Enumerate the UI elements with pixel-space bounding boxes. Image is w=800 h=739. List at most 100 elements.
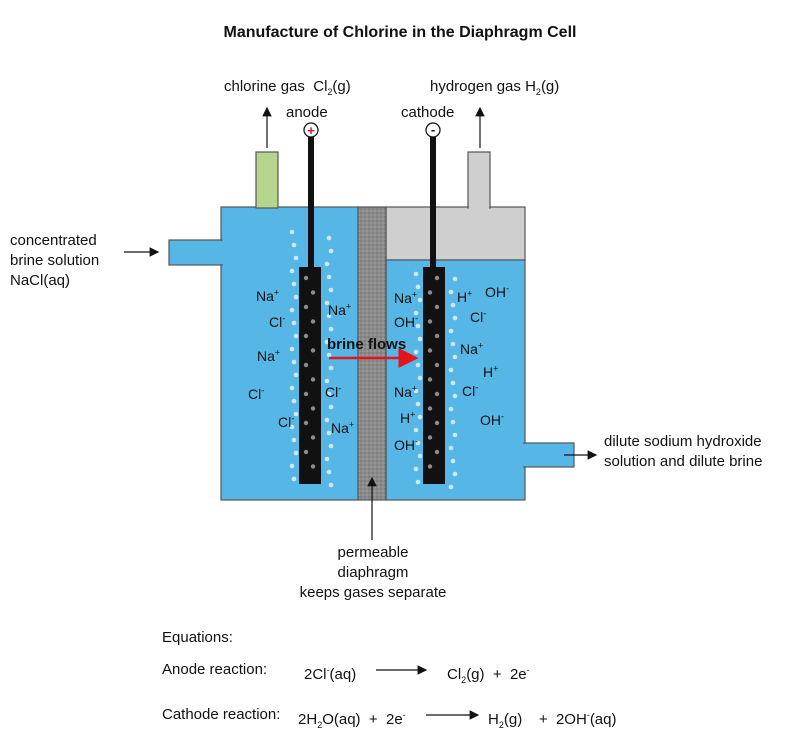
equations-heading: Equations:: [162, 629, 233, 646]
gas-bubble: [413, 271, 419, 277]
ion-right: OH-: [394, 313, 418, 330]
anode-rod: [308, 137, 314, 269]
hydrogen-outlet-tube: [467, 151, 491, 209]
diaphragm: [357, 206, 387, 501]
anode-electrode: [299, 267, 321, 484]
ion-right: H+: [457, 288, 473, 305]
gas-bubble: [413, 349, 419, 355]
gas-bubble: [448, 328, 454, 334]
gas-bubble: [328, 404, 334, 410]
cathode-reaction-label: Cathode reaction:: [162, 706, 281, 723]
gas-bubble: [328, 248, 334, 254]
hydrogen-gas-label: hydrogen gas H2(g): [430, 78, 560, 97]
cathode-terminal: [425, 122, 441, 138]
anode-reaction-products: Cl2(g) + 2e-: [447, 665, 530, 685]
gas-bubble: [413, 310, 419, 316]
gas-bubble: [328, 326, 334, 332]
gas-bubble: [417, 414, 423, 420]
gas-bubble: [291, 437, 297, 443]
gas-bubble: [326, 313, 332, 319]
gas-bubble: [289, 307, 295, 313]
gas-bubble: [324, 378, 330, 384]
gas-bubble: [452, 315, 458, 321]
gas-bubble: [303, 362, 309, 368]
gas-bubble: [326, 391, 332, 397]
ion-left: Cl-: [269, 313, 286, 330]
gas-bubble: [326, 352, 332, 358]
gas-bubble: [434, 333, 440, 339]
gas-bubble: [434, 304, 440, 310]
gas-bubble: [291, 398, 297, 404]
gas-bubble: [310, 406, 316, 411]
ion-right: OH-: [485, 283, 509, 300]
gas-bubble: [417, 453, 423, 459]
cathode-sign: -: [431, 122, 435, 137]
ion-right: Cl-: [470, 308, 487, 325]
gas-bubble: [427, 377, 433, 382]
gas-bubble: [291, 359, 297, 365]
gas-bubble: [293, 294, 299, 300]
gas-bubble: [413, 388, 419, 394]
gas-bubble: [289, 346, 295, 352]
anode-reaction-label: Anode reaction:: [162, 661, 268, 678]
gas-bubble: [291, 320, 297, 326]
gas-bubble: [289, 229, 295, 235]
gas-bubble: [310, 377, 316, 382]
gas-bubble: [326, 430, 332, 436]
inlet-label: concentrated brine solution NaCl(aq): [10, 232, 100, 289]
gas-bubble: [310, 290, 316, 295]
gas-bubble: [452, 393, 458, 399]
cathode-reaction-reactants: 2H2O(aq) + 2e-: [298, 710, 406, 730]
diaphragm-label: permeable diaphragm keeps gases separate: [299, 544, 447, 601]
ion-left: Na+: [256, 287, 280, 304]
gas-bubble: [434, 275, 440, 281]
gas-bubble: [452, 471, 458, 477]
gas-bubble: [450, 380, 456, 386]
gas-bubble: [452, 354, 458, 360]
gas-bubble: [415, 440, 421, 446]
gas-bubble: [415, 401, 421, 407]
anode-compartment: [220, 206, 359, 501]
ion-left: Na+: [331, 419, 355, 436]
gas-bubble: [293, 372, 299, 378]
gas-bubble: [289, 385, 295, 391]
anode-label: anode: [286, 104, 328, 121]
gas-bubble: [324, 261, 330, 267]
gas-bubble: [303, 420, 309, 426]
gas-bubble: [303, 391, 309, 397]
cathode-reaction-products: H2(g) + 2OH-(aq): [488, 710, 617, 730]
gas-bubble: [303, 275, 309, 281]
ion-right: OH-: [394, 436, 418, 453]
gas-bubble: [310, 348, 316, 353]
gas-bubble: [326, 235, 332, 241]
gas-bubble: [293, 333, 299, 339]
ion-left: Cl-: [248, 385, 265, 402]
gas-bubble: [452, 276, 458, 282]
cathode-electrode: [423, 267, 445, 484]
gas-bubble: [427, 435, 433, 440]
gas-bubble: [310, 319, 316, 324]
inlet-pipe: [168, 239, 223, 266]
gas-bubble: [434, 449, 440, 455]
ion-right: Cl-: [462, 382, 479, 399]
gas-bubble: [417, 375, 423, 381]
gas-bubble: [328, 443, 334, 449]
cathode-gas-space: [385, 206, 526, 261]
gas-bubble: [450, 341, 456, 347]
gas-bubble: [427, 464, 433, 469]
gas-bubble: [328, 287, 334, 293]
gas-bubbles: [289, 229, 458, 490]
page-title: Manufacture of Chlorine in the Diaphragm…: [223, 24, 577, 41]
anode-sign: +: [307, 123, 315, 138]
gas-bubble: [291, 476, 297, 482]
gas-bubble: [415, 479, 421, 485]
ion-right: H+: [483, 363, 499, 380]
gas-bubble: [328, 482, 334, 488]
gas-bubble: [450, 419, 456, 425]
gas-bubble: [293, 450, 299, 456]
gas-bubble: [413, 427, 419, 433]
brine-flows-label: brine flows: [327, 336, 407, 353]
gas-bubble: [448, 406, 454, 412]
ion-left: Cl-: [325, 383, 342, 400]
gas-bubble: [293, 255, 299, 261]
